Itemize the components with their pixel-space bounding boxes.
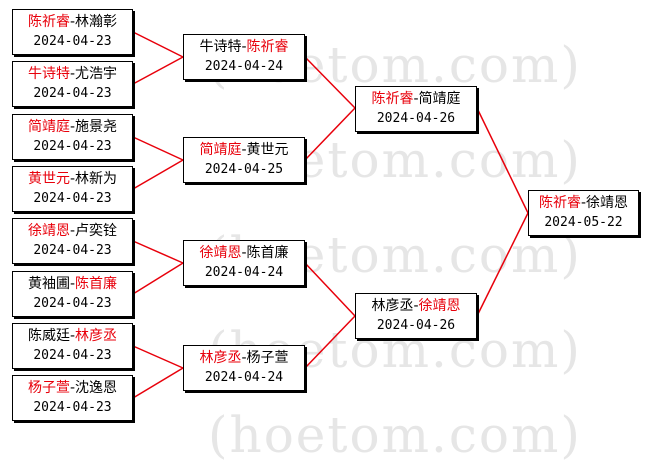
connector-line	[476, 107, 529, 214]
match-box: 杨子萱-沈逸恩 2024-04-23	[12, 375, 133, 421]
player-name: 陈首廉	[246, 245, 289, 261]
player-name: 林彦丞	[75, 328, 118, 344]
player-name: 徐靖恩	[586, 195, 629, 211]
connector-line	[132, 262, 184, 295]
match-box: 林彦丞-杨子萱 2024-04-24	[183, 345, 305, 391]
match-box: 林彦丞-徐靖恩 2024-04-26	[355, 293, 477, 339]
connector-line	[476, 212, 529, 317]
connector-line	[132, 240, 184, 264]
player-name: 简靖庭	[27, 119, 70, 135]
match-date: 2024-04-23	[33, 191, 112, 206]
player-name: 尤浩宇	[75, 66, 118, 82]
player-name: 林瀚彰	[75, 14, 118, 30]
match-date: 2024-04-23	[33, 243, 112, 258]
match-box: 徐靖恩-陈首廉 2024-04-24	[183, 240, 305, 286]
match-box: 徐靖恩-卢奕铨 2024-04-23	[12, 218, 133, 264]
match-box: 黄袖圃-陈首廉 2024-04-23	[12, 271, 133, 317]
connector-line	[304, 56, 356, 109]
player-name: 简靖庭	[418, 91, 461, 107]
match-box: 牛诗特-陈祈睿 2024-04-24	[183, 34, 305, 80]
player-name: 施景尧	[75, 119, 118, 135]
match-date: 2024-04-23	[33, 348, 112, 363]
player-name: 徐靖恩	[418, 298, 461, 314]
player-name: 黄袖圃	[27, 276, 70, 292]
player-name: 陈首廉	[75, 276, 118, 292]
connector-line	[132, 136, 184, 161]
connector-line	[304, 315, 356, 369]
match-date: 2024-04-23	[33, 296, 112, 311]
player-name: 简靖庭	[199, 142, 242, 158]
player-name: 卢奕铨	[75, 223, 118, 239]
match-box: 简靖庭-黄世元 2024-04-25	[183, 137, 305, 183]
match-date: 2024-04-24	[204, 59, 284, 74]
connector-line	[132, 345, 184, 369]
match-date: 2024-04-23	[33, 400, 112, 415]
match-box: 牛诗特-尤浩宇 2024-04-23	[12, 61, 133, 107]
player-name: 陈威廷	[27, 328, 70, 344]
connector-line	[132, 31, 184, 58]
player-name: 黄世元	[27, 171, 70, 187]
player-name: 沈逸恩	[75, 380, 118, 396]
player-name: 牛诗特	[199, 39, 242, 55]
player-name: 杨子萱	[246, 350, 289, 366]
match-date: 2024-04-23	[33, 139, 112, 154]
bracket-connector-lines	[132, 31, 529, 399]
connector-line	[132, 367, 184, 399]
player-name: 陈祈睿	[27, 14, 70, 30]
match-box: 陈威廷-林彦丞 2024-04-23	[12, 323, 133, 369]
match-date: 2024-04-26	[376, 111, 456, 126]
player-name: 黄世元	[246, 142, 289, 158]
match-date: 2024-04-24	[204, 265, 284, 280]
final-match-box: 陈祈睿-徐靖恩 2024-05-22	[528, 190, 639, 236]
player-name: 杨子萱	[27, 380, 70, 396]
player-name: 林彦丞	[371, 298, 414, 314]
connector-line	[304, 262, 356, 317]
player-name: 牛诗特	[27, 66, 70, 82]
match-date: 2024-04-24	[204, 370, 284, 385]
player-name: 陈祈睿	[371, 91, 414, 107]
match-date: 2024-04-23	[33, 86, 112, 101]
match-box: 黄世元-林新为 2024-04-23	[12, 166, 133, 212]
match-date: 2024-04-25	[204, 162, 284, 177]
player-name: 徐靖恩	[27, 223, 70, 239]
connector-line	[132, 56, 184, 85]
match-box: 简靖庭-施景尧 2024-04-23	[12, 114, 133, 160]
match-box: 陈祈睿-林瀚彰 2024-04-23	[12, 9, 133, 55]
player-name: 陈祈睿	[246, 39, 289, 55]
player-name: 林彦丞	[199, 350, 242, 366]
player-name: 徐靖恩	[199, 245, 242, 261]
connector-line	[304, 107, 356, 161]
player-name: 林新为	[75, 171, 118, 187]
connector-line	[132, 159, 184, 190]
bracket-diagram: (hoetom.com) (hoetom.com) (hoetom.com) (…	[12, 9, 639, 464]
match-date: 2024-05-22	[544, 215, 623, 230]
match-date: 2024-04-26	[376, 318, 456, 333]
player-name: 陈祈睿	[538, 195, 581, 211]
match-date: 2024-04-23	[33, 34, 112, 49]
match-box: 陈祈睿-简靖庭 2024-04-26	[355, 86, 477, 132]
